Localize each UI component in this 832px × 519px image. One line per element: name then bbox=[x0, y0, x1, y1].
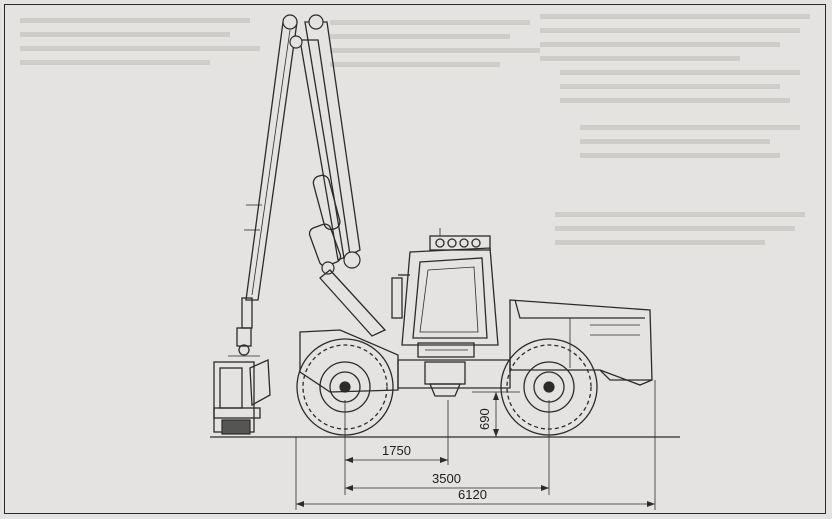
dim-label-1750: 1750 bbox=[382, 443, 411, 458]
dim-label-690: 690 bbox=[477, 408, 492, 430]
dimension-lines bbox=[295, 380, 656, 510]
show-through-text bbox=[20, 14, 810, 245]
dim-label-6120: 6120 bbox=[458, 487, 487, 502]
dim-label-3500: 3500 bbox=[432, 471, 461, 486]
drawing-frame bbox=[4, 4, 826, 514]
harvester-head bbox=[213, 355, 271, 435]
cabin bbox=[391, 228, 499, 346]
front-wheel bbox=[296, 338, 394, 436]
chassis bbox=[299, 329, 511, 397]
crane-boom bbox=[236, 14, 387, 356]
